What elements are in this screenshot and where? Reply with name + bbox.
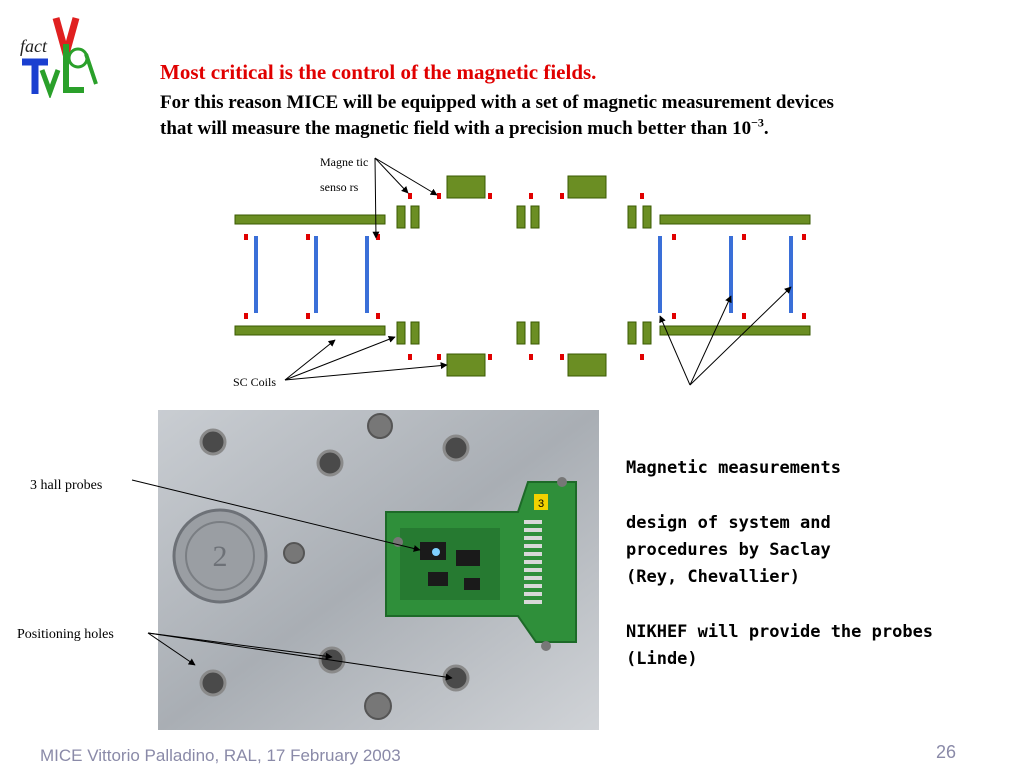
positioning-holes xyxy=(199,428,470,697)
positioning-holes-label: Positioning holes xyxy=(17,627,114,642)
info-nikhef-line-1: NIKHEF will provide the probes xyxy=(626,622,934,642)
info-design-line-1: design of system and xyxy=(626,513,831,533)
page-number: 26 xyxy=(936,742,957,762)
coil-top-left xyxy=(234,214,386,225)
magnet-diagram xyxy=(234,157,811,386)
body-line-2-end: . xyxy=(763,118,769,139)
footer-text: MICE Vittorio Palladino, RAL, 17 Februar… xyxy=(40,746,401,765)
svg-text:fact: fact xyxy=(20,36,48,56)
screws xyxy=(283,413,393,720)
info-design-line-2: procedures by Saclay xyxy=(626,540,831,560)
absorber-plates xyxy=(254,236,793,313)
hall-probe-photo: 2 3 xyxy=(158,410,599,730)
coin: 2 xyxy=(172,508,268,604)
coil-top-1 xyxy=(446,175,486,199)
magnetic-sensors-label-2: senso rs xyxy=(320,180,359,194)
fact-logo: fact xyxy=(20,17,98,98)
sc-coils xyxy=(234,175,811,377)
coil-bottom-left xyxy=(234,325,386,336)
svg-text:2: 2 xyxy=(213,540,228,573)
info-heading: Magnetic measurements xyxy=(626,458,841,478)
body-line-1: For this reason MICE will be equipped wi… xyxy=(160,92,834,113)
sc-coils-label: SC Coils xyxy=(233,375,277,389)
slide-title: Most critical is the control of the magn… xyxy=(160,60,597,84)
body-line-2-text: that will measure the magnetic field wit… xyxy=(160,118,752,139)
body-line-2: that will measure the magnetic field wit… xyxy=(160,115,769,140)
coil-bottom-right xyxy=(659,325,811,336)
board-tag: 3 xyxy=(538,498,544,510)
coil-bottom-2 xyxy=(567,353,607,377)
info-design-line-3: (Rey, Chevallier) xyxy=(626,567,800,587)
coil-top-2 xyxy=(567,175,607,199)
hall-probes-label: 3 hall probes xyxy=(30,478,103,493)
magnetic-sensors-label-1: Magne tic xyxy=(320,155,369,169)
pointer-arrows xyxy=(284,157,792,386)
coil-top-right xyxy=(659,214,811,225)
info-nikhef-line-2: (Linde) xyxy=(626,649,698,669)
circuit-board: 3 xyxy=(385,477,577,651)
precision-exponent: −3 xyxy=(751,115,764,130)
